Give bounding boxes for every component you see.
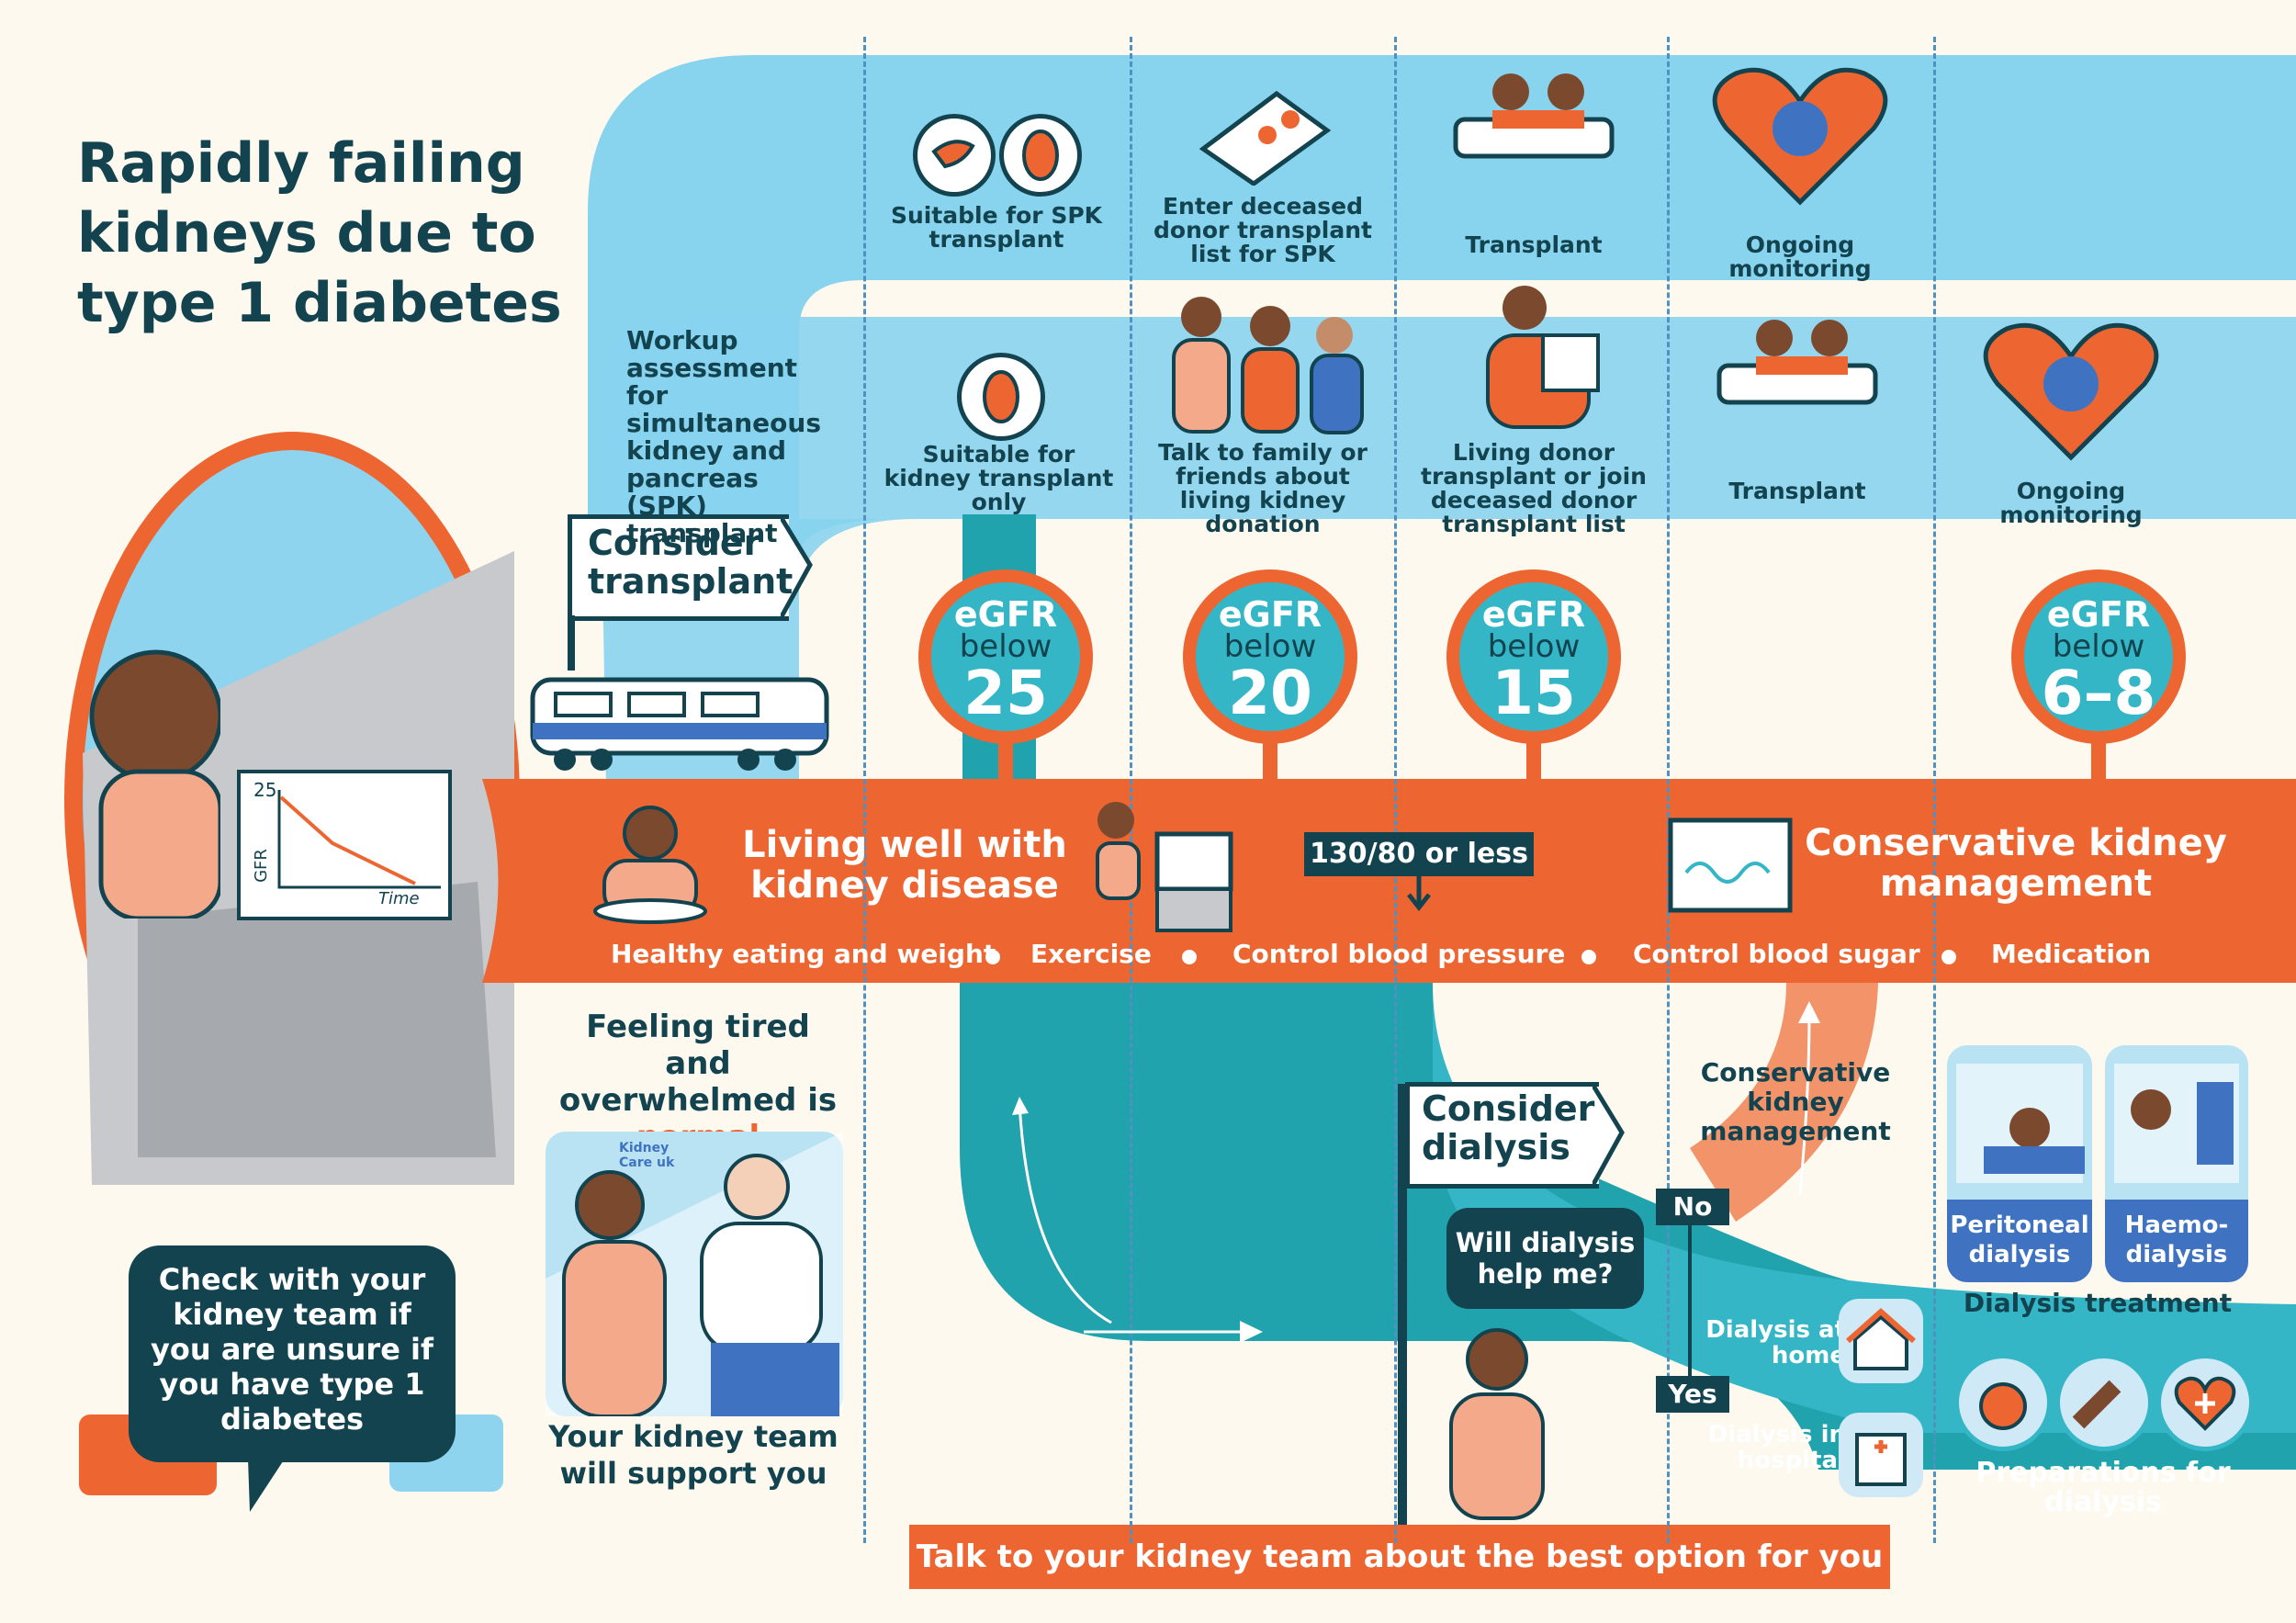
footer-banner: Talk to your kidney team about the best … — [916, 1538, 1884, 1575]
arrow-right-icon — [1084, 1321, 1263, 1343]
ckm-dialysis-label: Conservative kidney management — [1700, 1057, 1891, 1146]
spk-enter-list-label: Enter deceased donor transplant list for… — [1154, 193, 1372, 267]
band-item-blood-pressure: Control blood pressure — [1232, 939, 1566, 969]
graph-y-label: GFR — [251, 849, 271, 883]
heart-monitor-icon — [1690, 37, 1910, 215]
clipboard-icon — [1194, 85, 1332, 189]
page-title: Rapidly failing kidneys due to type 1 di… — [77, 131, 562, 335]
preparations-label: Preparations for dialysis — [1975, 1457, 2231, 1518]
living-donor-icon — [1460, 280, 1616, 435]
dialysis-home-label: Dialysis at home — [1705, 1316, 1846, 1369]
band-item-exercise: Exercise — [1030, 939, 1152, 969]
heart-plus-icon — [2156, 1354, 2254, 1451]
workup-text: Workup assessment for simultaneous kidne… — [626, 325, 822, 548]
pancreas-icon — [913, 114, 996, 197]
dialysis-treatment-label: Dialysis treatment — [1963, 1288, 2233, 1318]
house-icon — [1839, 1299, 1923, 1383]
hospital-bed-icon — [1446, 46, 1621, 187]
column-divider — [1130, 37, 1132, 1543]
kidney-suitable-label: Suitable for kidney transplant only — [884, 441, 1114, 515]
band-item-blood-sugar: Control blood sugar — [1633, 939, 1920, 969]
thinking-person-icon — [1433, 1323, 1561, 1524]
peritoneal-dialysis-card: Peritoneal dialysis — [1947, 1045, 2092, 1282]
band-item-medication: Medication — [1991, 939, 2152, 969]
kidney-talk-label: Talk to family or friends about living k… — [1158, 439, 1367, 537]
kidney-care-logo: Kidney Care uk — [619, 1141, 675, 1170]
graph-value: 25 — [253, 779, 277, 801]
driver-icon — [83, 643, 223, 921]
kidney-monitoring-label: Ongoing monitoring — [1999, 478, 2143, 528]
family-icon — [1155, 289, 1376, 440]
living-well-label: Living well with kidney disease — [742, 824, 1067, 907]
consider-transplant-sign — [568, 514, 789, 621]
arrow-up-icon — [1012, 1097, 1112, 1324]
haemo-label: Haemo-dialysis — [2105, 1200, 2248, 1282]
column-divider — [863, 37, 866, 1543]
column-divider — [1667, 37, 1670, 1543]
kidney-icon — [957, 353, 1045, 441]
branch-line — [1688, 1209, 1692, 1392]
train-icon — [528, 666, 836, 778]
column-divider — [1394, 37, 1397, 1543]
arm-icon — [2055, 1354, 2153, 1451]
consider-transplant-label: Consider transplant — [588, 523, 793, 602]
consider-dialysis-label: Consider dialysis — [1422, 1088, 1595, 1167]
exercise-icon — [1084, 797, 1240, 937]
dialysis-post — [1398, 1084, 1407, 1525]
arrow-up-ckm-icon — [1798, 1001, 1820, 1195]
check-bubble — [129, 1245, 456, 1462]
transplant-post — [568, 615, 575, 671]
haemodialysis-card: Haemo-dialysis — [2105, 1045, 2248, 1282]
question-bubble: Will dialysis help me? — [1446, 1208, 1644, 1309]
kidney-living-donor-label: Living donor transplant or join deceased… — [1421, 439, 1647, 537]
graph-x-label: Time — [378, 889, 420, 908]
arrow-down-icon — [1407, 876, 1431, 911]
support-text: Your kidney team will support you — [548, 1419, 838, 1491]
gfr-graph: 25 GFR Time — [241, 773, 448, 917]
heart-monitor-icon — [1961, 292, 2181, 470]
bp-badge: 130/80 or less — [1304, 832, 1534, 876]
kidney-team-illustration: Kidney Care uk — [546, 1132, 843, 1418]
kidney-icon — [999, 114, 1082, 197]
kidney-transplant-label: Transplant — [1728, 478, 1866, 504]
consider-dialysis-sign — [1405, 1082, 1599, 1189]
column-divider — [1933, 37, 1936, 1543]
ckm-band-label: Conservative kidney management — [1805, 822, 2227, 905]
hospital-icon — [1839, 1413, 1923, 1497]
spk-monitoring-label: Ongoing monitoring — [1728, 231, 1872, 282]
spk-suitable-label: Suitable for SPK transplant — [890, 202, 1103, 253]
apple-icon — [1954, 1354, 2052, 1451]
dialysis-hospital-label: Dialysis in hospital — [1707, 1421, 1846, 1474]
peritoneal-label: Peritoneal dialysis — [1947, 1200, 2092, 1282]
monitor-wave-icon — [1668, 817, 1793, 917]
yes-label: Yes — [1656, 1376, 1729, 1413]
band-item-healthy: Healthy eating and weight — [611, 939, 996, 969]
check-bubble-text: Check with your kidney team if you are u… — [151, 1262, 433, 1437]
hospital-bed-icon — [1710, 292, 1885, 434]
spk-transplant-label: Transplant — [1465, 231, 1603, 258]
no-label: No — [1656, 1189, 1729, 1225]
meal-icon — [577, 801, 724, 933]
